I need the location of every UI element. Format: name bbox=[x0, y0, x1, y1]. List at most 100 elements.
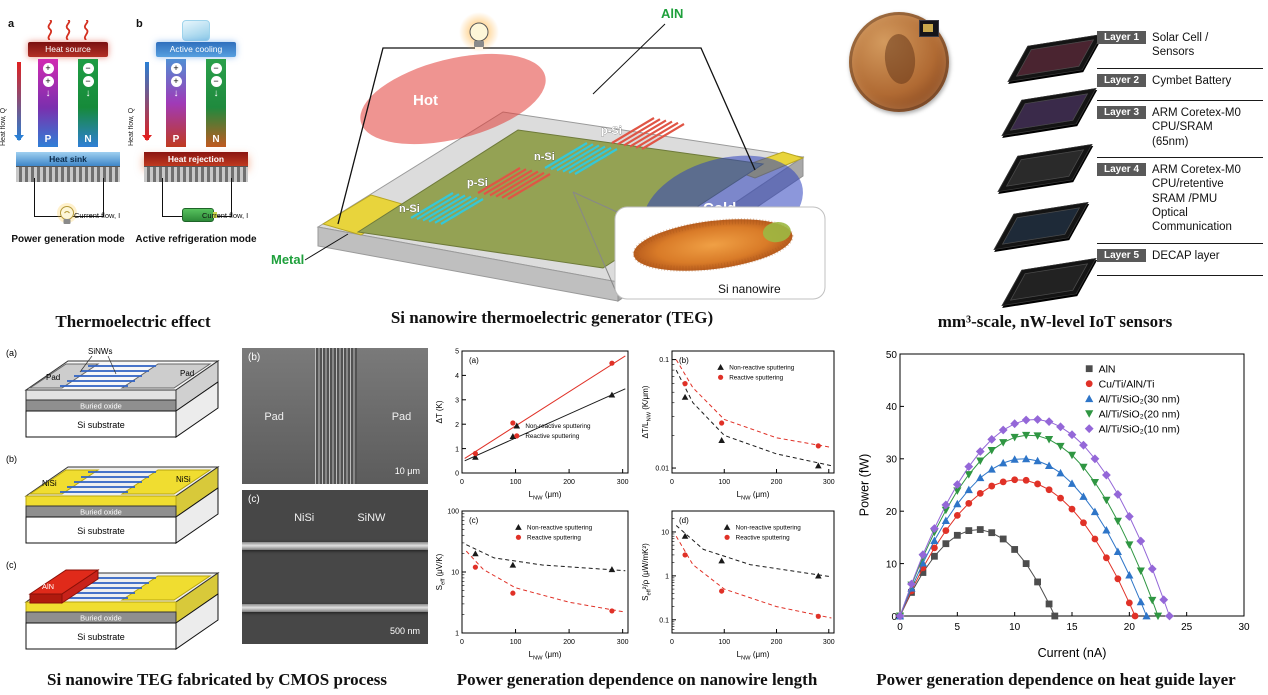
lamp-circuit bbox=[337, 12, 756, 225]
si-substrate-label: Si substrate bbox=[77, 632, 125, 642]
stack-chip-layer-5 bbox=[1001, 257, 1097, 307]
svg-text:Reactive sputtering: Reactive sputtering bbox=[527, 535, 581, 542]
svg-text:5: 5 bbox=[955, 622, 961, 633]
p-si-label: p-Si bbox=[601, 125, 622, 137]
figure-power-generation-mode: a Heat source Heat flow, Q + + ↓ P − − ↓… bbox=[0, 18, 128, 264]
svg-text:ΔT/LNW (K/μm): ΔT/LNW (K/μm) bbox=[641, 385, 652, 438]
si-nanowire-image bbox=[633, 219, 793, 271]
figure-active-refrigeration-mode: b Active cooling Heat flow, Q + + ↓ P − … bbox=[128, 18, 257, 264]
svg-text:LNW (μm): LNW (μm) bbox=[529, 650, 562, 660]
layer-description: ARM Coretex-M0 CPU/retentive SRAM /PMU O… bbox=[1152, 163, 1241, 234]
svg-text:10: 10 bbox=[661, 530, 669, 537]
hot-zone bbox=[360, 53, 546, 145]
layer-badge: Layer 5 bbox=[1097, 248, 1147, 262]
layer-description: Cymbet Battery bbox=[1152, 74, 1232, 87]
figure-label-b: b bbox=[136, 18, 143, 30]
mode-caption: Active refrigeration mode bbox=[135, 234, 257, 245]
process-step-b-diagram: (b) NiSi NiSi Buried oxide Si substrate bbox=[6, 454, 220, 544]
svg-text:Cu/Ti/AlN/Ti: Cu/Ti/AlN/Ti bbox=[1099, 378, 1155, 390]
buried-oxide-label: Buried oxide bbox=[80, 402, 122, 411]
n-si-nanowire-array bbox=[410, 192, 484, 225]
negative-charge-icon: − bbox=[82, 76, 94, 87]
svg-text:0: 0 bbox=[897, 622, 903, 633]
sem-image-single-nanowire: (c) NiSi SiNW 500 nm bbox=[242, 490, 428, 644]
scale-bar: 10 μm bbox=[395, 466, 420, 476]
sem-label: (b) bbox=[248, 352, 261, 363]
svg-text:40: 40 bbox=[886, 402, 898, 413]
sinws-label: SiNWs bbox=[88, 347, 112, 356]
si-nanowires bbox=[60, 471, 156, 493]
heat-source-bar: Heat source bbox=[28, 42, 108, 57]
heat-rejection-bar: Heat rejection bbox=[144, 152, 248, 166]
svg-text:200: 200 bbox=[563, 479, 575, 486]
panel-cmos-process: (a) SiNWs Pad Pad Buried oxide Si substr… bbox=[4, 340, 430, 692]
lamp-bulb-icon bbox=[469, 22, 489, 42]
nanowire-inset: Si nanowire bbox=[572, 191, 826, 300]
pad-left-label: Pad bbox=[46, 373, 60, 382]
heat-flow-arrow bbox=[142, 62, 152, 141]
nisi-left-label: NiSi bbox=[42, 479, 57, 488]
svg-text:300: 300 bbox=[823, 479, 835, 486]
carrier-down-arrow-icon: ↓ bbox=[213, 88, 219, 99]
teg-3d-diagram: Hot Cold n-Si p-Si n-Si p-Si AlN Metal bbox=[271, 6, 826, 302]
svg-text:Non-reactive sputtering: Non-reactive sputtering bbox=[729, 365, 795, 372]
svg-text:15: 15 bbox=[1066, 622, 1078, 633]
aln-block bbox=[28, 569, 100, 604]
p-si-nanowire-array bbox=[477, 167, 551, 200]
svg-text:25: 25 bbox=[1181, 622, 1193, 633]
step-label: (c) bbox=[6, 560, 17, 570]
n-si-label: n-Si bbox=[399, 203, 420, 215]
caption-thermoelectric-effect: Thermoelectric effect bbox=[55, 312, 211, 331]
heat-sink-bar: Heat sink bbox=[16, 152, 120, 166]
nanowire-array-texture bbox=[314, 348, 358, 484]
svg-text:0: 0 bbox=[670, 479, 674, 486]
svg-text:200: 200 bbox=[563, 639, 575, 646]
pad-right-label: Pad bbox=[180, 369, 194, 378]
svg-text:Reactive sputtering: Reactive sputtering bbox=[525, 433, 579, 440]
svg-text:Seff²/ρ (μW/mK²): Seff²/ρ (μW/mK²) bbox=[641, 543, 652, 601]
n-type-leg: − − ↓ N bbox=[206, 59, 226, 147]
aln-label: AlN bbox=[661, 6, 683, 21]
buried-oxide-label: Buried oxide bbox=[80, 614, 122, 623]
light-bulb-icon bbox=[57, 203, 77, 224]
svg-text:5: 5 bbox=[455, 349, 459, 356]
svg-text:AlN: AlN bbox=[1099, 363, 1116, 375]
positive-charge-icon: + bbox=[170, 63, 182, 74]
nisi-pad-left bbox=[28, 469, 100, 495]
p-leg-label: P bbox=[172, 134, 180, 145]
p-leg-label: P bbox=[44, 134, 52, 145]
battery-icon bbox=[182, 208, 217, 222]
svg-text:20: 20 bbox=[886, 507, 898, 518]
nanowire-strand bbox=[242, 603, 428, 612]
svg-text:(b): (b) bbox=[679, 356, 689, 365]
svg-text:2: 2 bbox=[455, 422, 459, 429]
pad-left-label: Pad bbox=[264, 410, 284, 423]
svg-text:0: 0 bbox=[891, 612, 897, 623]
caption-heat-guide: Power generation dependence on heat guid… bbox=[876, 670, 1236, 689]
svg-text:Reactive sputtering: Reactive sputtering bbox=[729, 375, 783, 382]
panel-si-nanowire-teg: Hot Cold n-Si p-Si n-Si p-Si AlN Metal bbox=[263, 0, 841, 330]
positive-charge-icon: + bbox=[42, 76, 54, 87]
layer-badge: Layer 3 bbox=[1097, 105, 1147, 119]
svg-text:LNW (μm): LNW (μm) bbox=[737, 650, 770, 660]
mode-caption: Power generation mode bbox=[11, 234, 125, 245]
carrier-down-arrow-icon: ↓ bbox=[85, 88, 91, 99]
nisi-right-label: NiSi bbox=[176, 475, 191, 484]
stack-chip-layer-1 bbox=[1007, 33, 1103, 83]
svg-text:10: 10 bbox=[451, 570, 459, 577]
process-step-a-diagram: (a) SiNWs Pad Pad Buried oxide Si substr… bbox=[6, 347, 220, 438]
pad-right bbox=[120, 363, 212, 389]
svg-text:(d): (d) bbox=[679, 516, 689, 525]
